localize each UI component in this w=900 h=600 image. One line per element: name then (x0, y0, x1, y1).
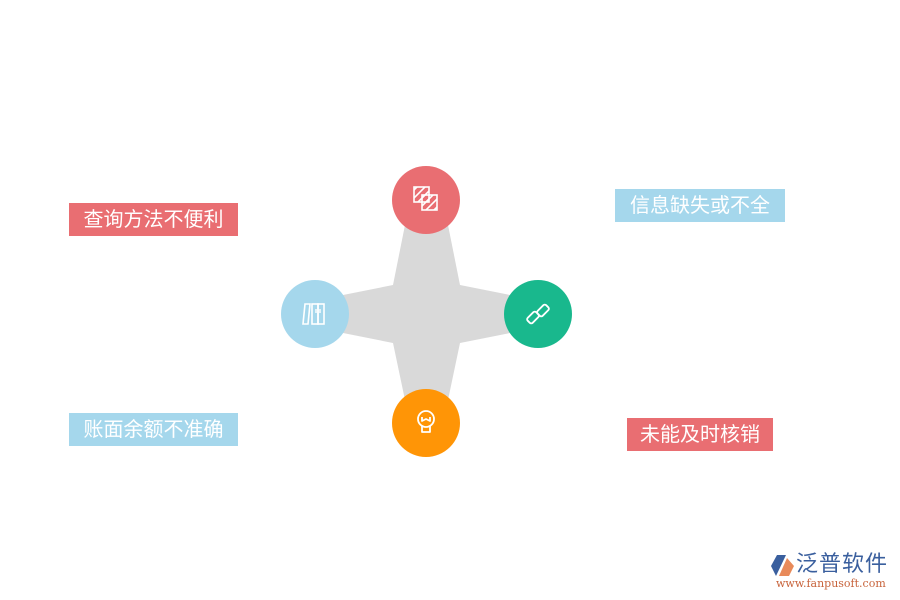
label-balance-inaccurate: 账面余额不准确 (69, 413, 238, 446)
lightbulb-icon (417, 410, 435, 433)
books-icon (302, 303, 325, 325)
logo-url: www.fanpusoft.com (776, 577, 886, 590)
node-top (392, 166, 460, 234)
label-query-method: 查询方法不便利 (69, 203, 238, 236)
logo-hexagon-icon (771, 555, 795, 577)
striped-squares-icon (413, 186, 438, 211)
link-icon (526, 303, 550, 325)
node-bottom (392, 389, 460, 457)
node-right (504, 280, 572, 348)
node-left (281, 280, 349, 348)
logo-title: 泛普软件 (796, 552, 889, 577)
label-info-missing: 信息缺失或不全 (615, 189, 785, 222)
label-not-written-off: 未能及时核销 (627, 418, 773, 451)
fanpu-logo: 泛普软件 www.fanpusoft.com (768, 552, 893, 592)
